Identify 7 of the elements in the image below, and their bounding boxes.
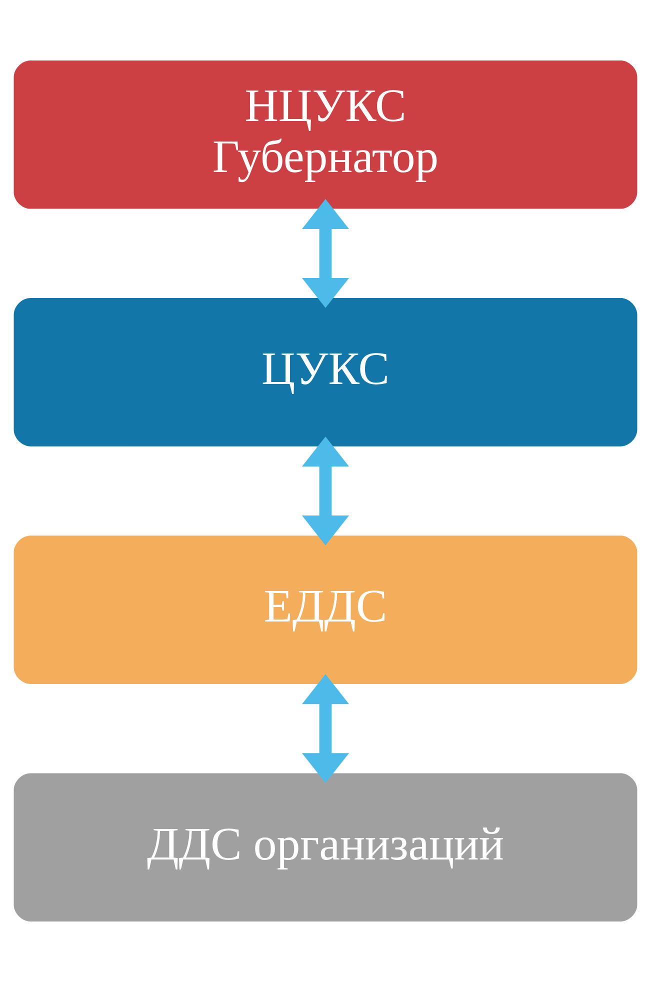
node-box: НЦУКС Губернатор — [14, 60, 638, 208]
node-box: ЕДДС — [14, 535, 638, 684]
node-box: ДДС организаций — [14, 772, 638, 921]
node-box: ЦУКС — [14, 298, 638, 446]
arrow — [302, 674, 350, 782]
arrow — [302, 198, 350, 308]
arrow — [302, 436, 350, 545]
